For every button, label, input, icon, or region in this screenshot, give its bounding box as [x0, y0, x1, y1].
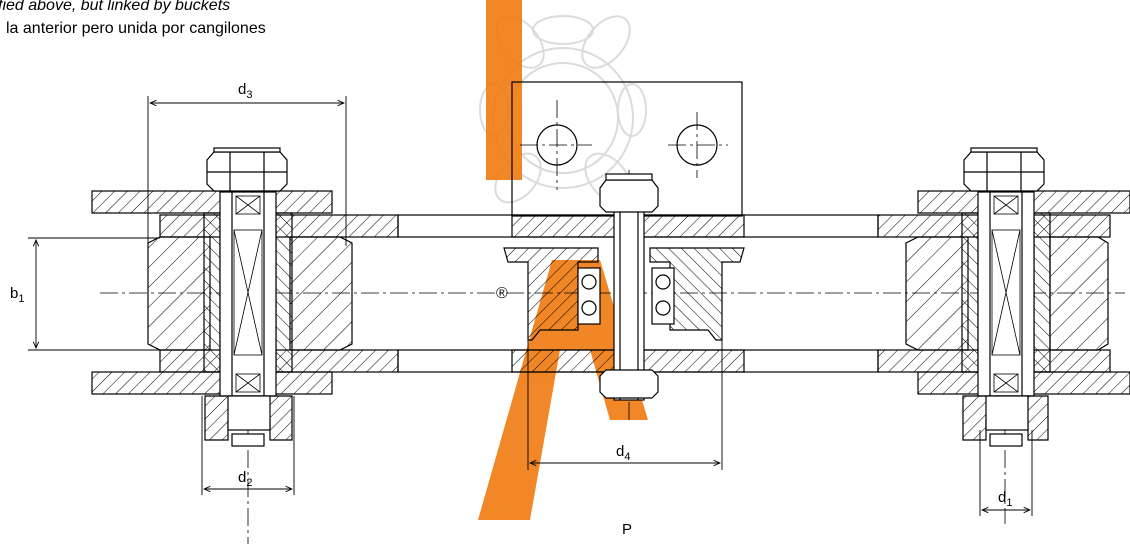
dim-label-d3: d3 [238, 81, 252, 101]
caption-spanish: la anterior pero unida por cangilones [6, 20, 266, 37]
dim-label-b1: b1 [10, 285, 24, 305]
dimension-lines [28, 96, 1033, 516]
caption-english: fied above, but linked by buckets [0, 0, 231, 14]
dim-label-d4: d4 [616, 443, 630, 463]
left-joint [147, 147, 353, 447]
center-attachment [503, 81, 745, 401]
watermark-registered: ® [496, 285, 508, 302]
right-joint [905, 147, 1109, 447]
watermark-sat: ® [478, 0, 648, 520]
dim-label-p: P [622, 521, 632, 538]
dim-label-d1: d1 [998, 489, 1012, 509]
dim-label-d2: d2 [238, 469, 252, 489]
